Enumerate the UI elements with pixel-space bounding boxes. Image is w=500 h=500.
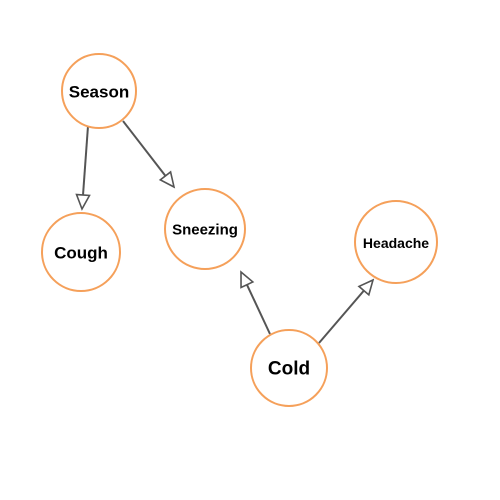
arrowhead-icon (240, 270, 255, 289)
edge-line (246, 284, 271, 335)
node-circle (250, 329, 328, 407)
edge-line (122, 120, 167, 177)
arrowhead-icon (357, 278, 375, 297)
node-label: Cough (54, 244, 108, 263)
node-circle (41, 212, 121, 292)
node-cold[interactable]: Cold (250, 329, 328, 407)
node-circle (354, 200, 438, 284)
node-label: Sneezing (172, 222, 238, 239)
node-label: Headache (363, 235, 429, 251)
edge-line (82, 125, 89, 196)
edges-layer (75, 120, 375, 344)
edge-cold-to-headache (318, 278, 375, 344)
edge-season-to-sneezing (122, 120, 176, 189)
node-season[interactable]: Season (61, 53, 137, 129)
node-cough[interactable]: Cough (41, 212, 121, 292)
node-label: Cold (268, 359, 310, 380)
node-headache[interactable]: Headache (354, 200, 438, 284)
node-circle (164, 188, 246, 270)
arrowhead-icon (158, 170, 176, 189)
node-sneezing[interactable]: Sneezing (164, 188, 246, 270)
arrowhead-icon (75, 193, 91, 211)
edge-line (318, 289, 365, 344)
edge-season-to-cough (75, 125, 91, 211)
node-label: Season (69, 83, 129, 102)
edge-cold-to-sneezing (240, 270, 271, 335)
node-circle (61, 53, 137, 129)
